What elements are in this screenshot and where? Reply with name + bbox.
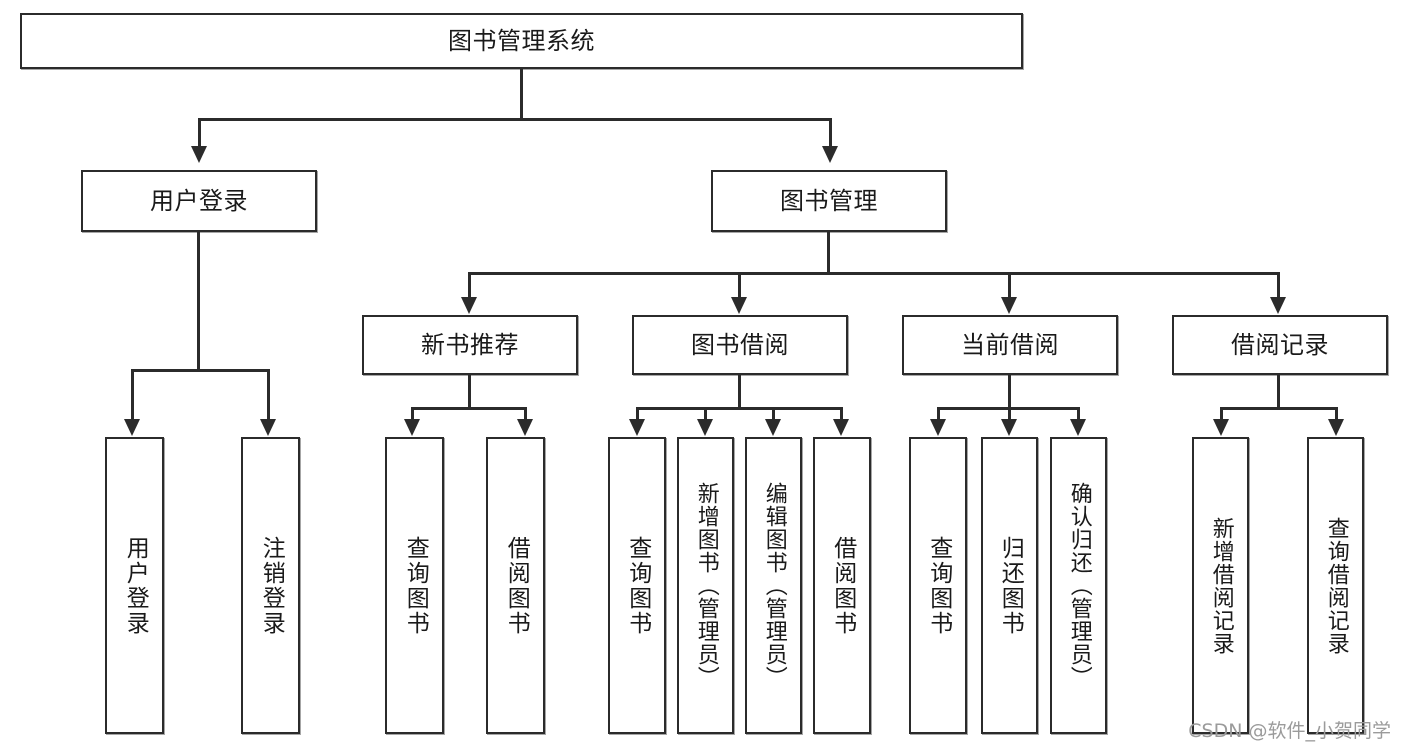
- node-leaf-query-book-3[interactable]: 查询图书: [909, 437, 967, 734]
- connector-book-manage-drop-3: [1008, 272, 1011, 298]
- connector-current-borrow-drop-2: [1008, 407, 1011, 420]
- connector-borrow-record-drop-2: [1335, 407, 1338, 420]
- node-leaf-add-record-label: 新增借阅记录: [1208, 516, 1234, 655]
- node-book-manage[interactable]: 图书管理: [711, 170, 947, 232]
- connector-new-book-rec-bus: [411, 407, 527, 410]
- node-leaf-query-book-1-label: 查询图书: [402, 535, 429, 636]
- node-book-borrow-label: 图书借阅: [691, 330, 789, 359]
- node-user-login[interactable]: 用户登录: [81, 170, 317, 232]
- arrow-current-borrow-to-leaf-confirm-return: [1070, 419, 1086, 436]
- connector-current-borrow-stem: [1008, 375, 1011, 410]
- connector-new-book-rec-stem: [468, 375, 471, 410]
- connector-root-drop-left: [198, 118, 201, 147]
- arrow-book-borrow-to-leaf-edit-book: [765, 419, 781, 436]
- arrow-user-login-to-leaf-user-login: [124, 419, 140, 436]
- node-new-book-rec-label: 新书推荐: [421, 330, 519, 359]
- arrow-borrow-record-to-leaf-add-record: [1213, 419, 1229, 436]
- node-new-book-rec[interactable]: 新书推荐: [362, 315, 578, 375]
- node-leaf-add-record[interactable]: 新增借阅记录: [1192, 437, 1249, 734]
- arrow-book-manage-to-new-book-rec: [461, 297, 477, 314]
- connector-user-login-drop-2: [267, 369, 270, 420]
- node-leaf-query-record-label: 查询借阅记录: [1323, 516, 1349, 655]
- node-user-login-label: 用户登录: [150, 186, 248, 215]
- arrow-new-book-rec-to-leaf-borrow-book-1: [517, 419, 533, 436]
- arrow-book-manage-to-current-borrow: [1001, 297, 1017, 314]
- node-leaf-borrow-book-2-label: 借阅图书: [829, 535, 856, 636]
- node-current-borrow-label: 当前借阅: [961, 330, 1059, 359]
- connector-book-borrow-drop-3: [772, 407, 775, 420]
- connector-book-manage-drop-2: [738, 272, 741, 298]
- connector-borrow-record-bus: [1220, 407, 1338, 410]
- node-borrow-record-label: 借阅记录: [1231, 330, 1329, 359]
- connector-user-login-bus: [131, 369, 270, 372]
- connector-borrow-record-stem: [1277, 375, 1280, 410]
- connector-book-manage-stem: [827, 232, 830, 274]
- node-book-borrow[interactable]: 图书借阅: [632, 315, 848, 375]
- node-borrow-record[interactable]: 借阅记录: [1172, 315, 1388, 375]
- connector-current-borrow-drop-3: [1077, 407, 1080, 420]
- node-root[interactable]: 图书管理系统: [20, 13, 1023, 69]
- connector-root-bus: [198, 118, 832, 121]
- arrow-user-login-to-leaf-logout: [260, 419, 276, 436]
- node-current-borrow[interactable]: 当前借阅: [902, 315, 1118, 375]
- arrow-root-to-user-login: [191, 146, 207, 163]
- node-leaf-query-book-2-label: 查询图书: [624, 535, 651, 636]
- node-leaf-user-login[interactable]: 用户登录: [105, 437, 164, 734]
- connector-book-borrow-drop-1: [636, 407, 639, 420]
- connector-book-manage-bus: [468, 272, 1280, 275]
- node-leaf-return-book[interactable]: 归还图书: [981, 437, 1038, 734]
- node-leaf-logout-label: 注销登录: [258, 535, 285, 636]
- arrow-book-borrow-to-leaf-borrow-book-2: [833, 419, 849, 436]
- node-leaf-confirm-return[interactable]: 确认归还（管理员）: [1050, 437, 1107, 734]
- arrow-book-manage-to-borrow-record: [1270, 297, 1286, 314]
- node-leaf-confirm-return-label: 确认归还（管理员）: [1066, 482, 1092, 689]
- node-leaf-query-book-1[interactable]: 查询图书: [385, 437, 444, 734]
- connector-new-book-rec-drop-2: [524, 407, 527, 420]
- connector-root-drop-right: [829, 118, 832, 147]
- node-leaf-add-book[interactable]: 新增图书（管理员）: [677, 437, 734, 734]
- node-leaf-logout[interactable]: 注销登录: [241, 437, 300, 734]
- arrow-current-borrow-to-leaf-query-book-3: [930, 419, 946, 436]
- connector-book-manage-drop-1: [468, 272, 471, 298]
- connector-user-login-stem: [197, 232, 200, 371]
- connector-current-borrow-drop-1: [937, 407, 940, 420]
- node-root-label: 图书管理系统: [448, 26, 595, 55]
- node-leaf-query-record[interactable]: 查询借阅记录: [1307, 437, 1364, 734]
- connector-root-stem: [520, 69, 523, 120]
- connector-book-manage-drop-4: [1277, 272, 1280, 298]
- node-leaf-query-book-2[interactable]: 查询图书: [608, 437, 666, 734]
- arrow-book-borrow-to-leaf-add-book: [697, 419, 713, 436]
- node-leaf-borrow-book-1[interactable]: 借阅图书: [486, 437, 545, 734]
- node-book-manage-label: 图书管理: [780, 186, 878, 215]
- watermark: CSDN @软件_小贺同学: [1188, 720, 1391, 742]
- connector-book-borrow-bus: [636, 407, 843, 410]
- node-leaf-edit-book[interactable]: 编辑图书（管理员）: [745, 437, 802, 734]
- connector-book-borrow-stem: [738, 375, 741, 410]
- node-leaf-add-book-label: 新增图书（管理员）: [693, 482, 719, 689]
- connector-borrow-record-drop-1: [1220, 407, 1223, 420]
- node-leaf-query-book-3-label: 查询图书: [925, 535, 952, 636]
- node-leaf-borrow-book-2[interactable]: 借阅图书: [813, 437, 871, 734]
- connector-book-borrow-drop-2: [704, 407, 707, 420]
- node-leaf-edit-book-label: 编辑图书（管理员）: [761, 482, 787, 689]
- arrow-book-borrow-to-leaf-query-book-2: [629, 419, 645, 436]
- connector-book-borrow-drop-4: [840, 407, 843, 420]
- node-leaf-borrow-book-1-label: 借阅图书: [503, 535, 530, 636]
- arrow-book-manage-to-book-borrow: [731, 297, 747, 314]
- arrow-root-to-book-manage: [822, 146, 838, 163]
- node-leaf-user-login-label: 用户登录: [122, 535, 149, 636]
- connector-new-book-rec-drop-1: [411, 407, 414, 420]
- arrow-new-book-rec-to-leaf-query-book-1: [404, 419, 420, 436]
- node-leaf-return-book-label: 归还图书: [997, 535, 1024, 636]
- arrow-current-borrow-to-leaf-return-book: [1001, 419, 1017, 436]
- arrow-borrow-record-to-leaf-query-record: [1328, 419, 1344, 436]
- connector-user-login-drop-1: [131, 369, 134, 420]
